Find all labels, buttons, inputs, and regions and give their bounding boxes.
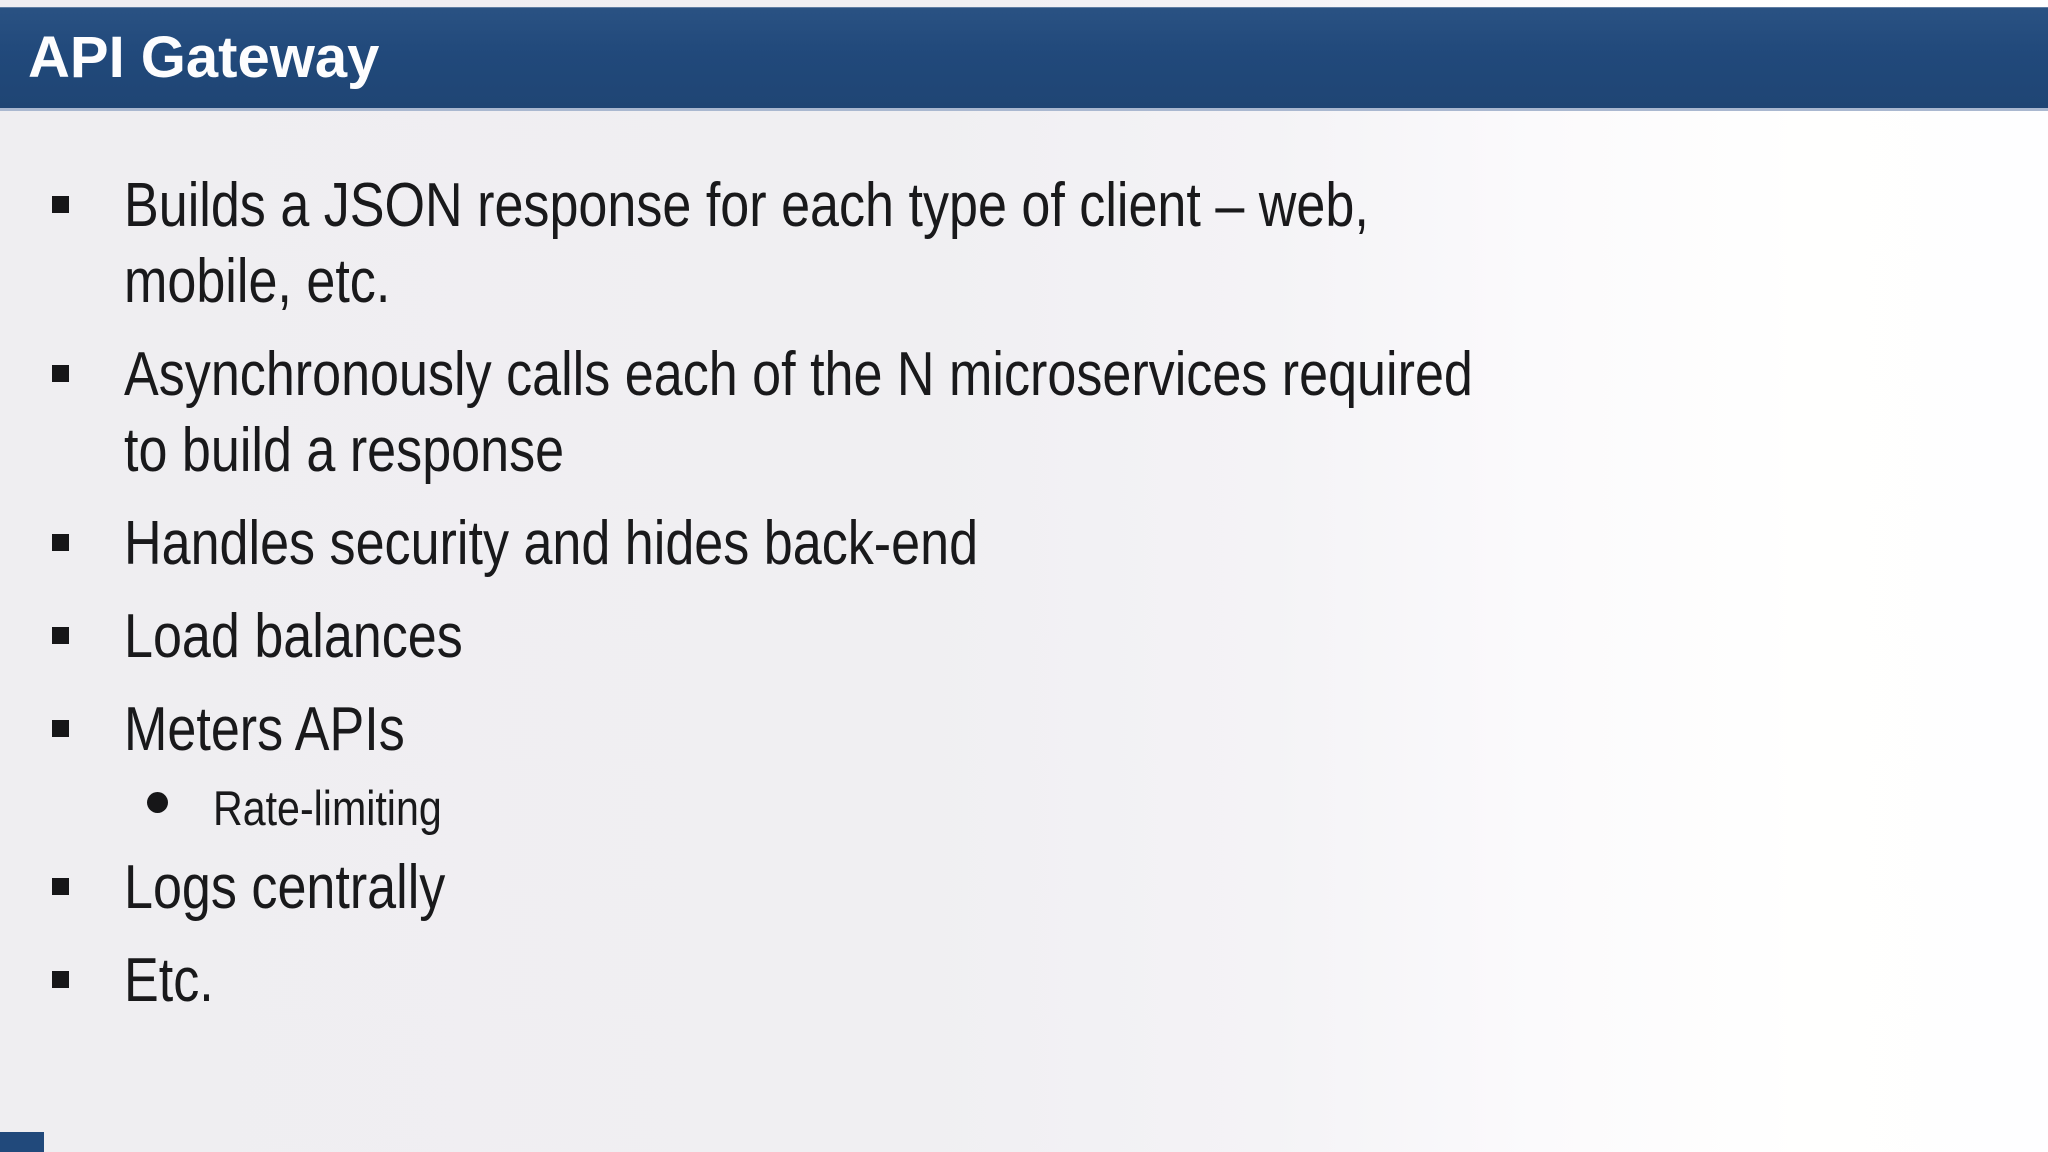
bullet-text-lines: Etc.	[124, 946, 214, 1015]
square-bullet-icon	[52, 627, 69, 644]
bullet-list: Builds a JSON response for each type of …	[0, 111, 2048, 1152]
bullet-item: Logs centrally	[52, 850, 2048, 926]
bullet-text-lines: Rate-limiting	[213, 782, 442, 836]
bullet-item: Builds a JSON response for each type of …	[52, 168, 2048, 320]
square-bullet-icon	[52, 720, 69, 737]
bullet-item: Handles security and hides back-end	[52, 506, 2048, 582]
bullet-item: Load balances	[52, 599, 2048, 675]
square-bullet-icon	[52, 534, 69, 551]
dot-bullet-icon	[147, 792, 168, 813]
square-bullet-icon	[52, 365, 69, 382]
bullet-text: Handles security and hides back-end	[124, 506, 1141, 582]
bullet-text-lines: Meters APIs	[124, 695, 405, 764]
bullet-text-lines: Handles security and hides back-end	[124, 509, 979, 578]
bullet-text: Meters APIs	[124, 692, 458, 768]
bullet-text: Rate-limiting	[213, 776, 485, 842]
bullet-text: Builds a JSON response for each type of …	[124, 168, 1606, 320]
bullet-item: Etc.	[52, 943, 2048, 1019]
square-bullet-icon	[52, 196, 69, 213]
bullet-text: Asynchronously calls each of the N micro…	[124, 337, 1730, 489]
bullet-item: Asynchronously calls each of the N micro…	[52, 337, 2048, 489]
bullet-text-lines: Asynchronously calls each of the N micro…	[124, 340, 1473, 485]
bullet-item: Meters APIs	[52, 692, 2048, 768]
square-bullet-icon	[52, 971, 69, 988]
bullet-text: Etc.	[124, 943, 231, 1019]
slide-title: API Gateway	[28, 25, 380, 90]
bullet-text: Load balances	[124, 599, 527, 675]
slide-title-bar: API Gateway	[0, 7, 2048, 111]
bullet-text-lines: Load balances	[124, 602, 463, 671]
bottom-left-accent	[0, 1132, 44, 1152]
bullet-text-lines: Logs centrally	[124, 853, 446, 922]
square-bullet-icon	[52, 878, 69, 895]
bullet-text: Logs centrally	[124, 850, 507, 926]
bullet-item: Rate-limiting	[52, 776, 2048, 842]
bullet-text-lines: Builds a JSON response for each type of …	[124, 171, 1369, 316]
